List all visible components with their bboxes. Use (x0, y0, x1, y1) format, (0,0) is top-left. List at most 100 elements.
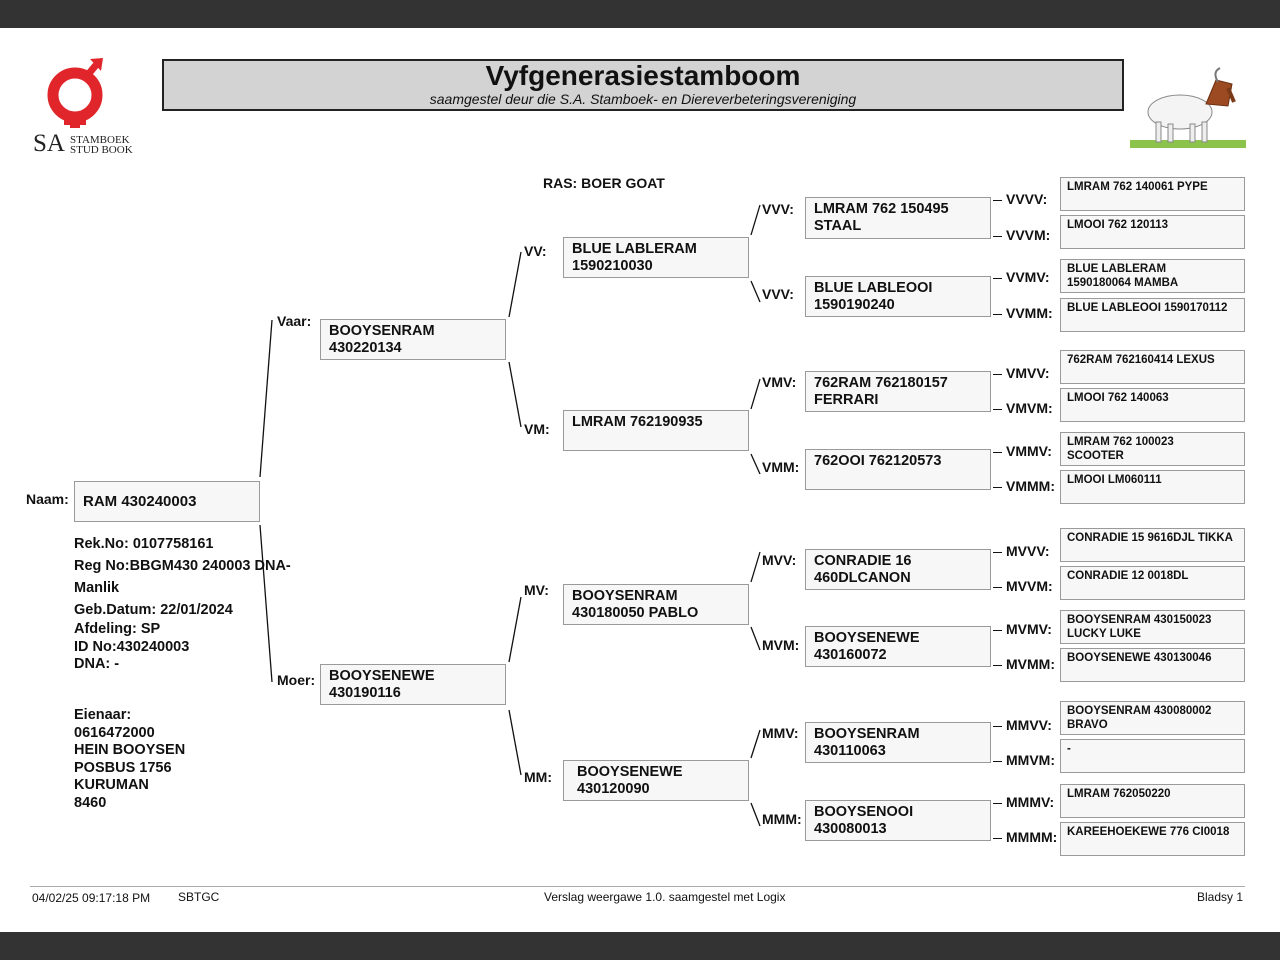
ancestor-box-vvv: LMRAM 762 150495 STAAL (805, 197, 991, 239)
bottom-frame-bar (0, 932, 1280, 960)
top-frame-bar (0, 0, 1280, 28)
ancestor-box-vmvv: 762RAM 762160414 LEXUS (1060, 350, 1245, 384)
pedigree-label-text: VVMV: (1006, 269, 1050, 285)
pedigree-label-vm: VM: (524, 421, 550, 437)
pedigree-label-text: VMM: (762, 459, 800, 475)
pedigree-label-vmvv: VMVV: (993, 365, 1050, 381)
pedigree-label-vvvv: VVVV: (993, 191, 1047, 207)
ancestor-box-vvmv: BLUE LABLERAM 1590180064 MAMBA (1060, 259, 1245, 293)
owner-number: 0616472000 (74, 724, 155, 741)
connector-dash (993, 629, 1002, 632)
connector-dash (993, 235, 1002, 238)
birth-date: Geb.Datum: 22/01/2024 (74, 602, 233, 618)
connector-dash (993, 586, 1002, 589)
pedigree-label-text: VM: (524, 421, 550, 437)
connector-dash (993, 451, 1002, 454)
ancestor-box-mm: BOOYSENEWE 430120090 (563, 760, 749, 801)
pedigree-label-mmvm: MMVM: (993, 752, 1055, 768)
pedigree-label-text: MMMM: (1006, 829, 1058, 845)
pedigree-label-text: VMMM: (1006, 478, 1055, 494)
footer-divider (30, 886, 1245, 887)
connector-dash (993, 664, 1002, 667)
connector-dash (993, 725, 1002, 728)
pedigree-label-text: VMMV: (1006, 443, 1052, 459)
pedigree-label-mmvv: MMVV: (993, 717, 1052, 733)
connector-dash (993, 313, 1002, 316)
footer-datetime: 04/02/25 09:17:18 PM (32, 891, 151, 905)
footer-page: Bladsy 1 (1196, 890, 1243, 904)
pedigree-label-text: MMVM: (1006, 752, 1055, 768)
pedigree-label-mmmv: MMMV: (993, 794, 1054, 810)
connector-dash (993, 551, 1002, 554)
pedigree-label-mm: MM: (524, 769, 552, 785)
ancestor-box-mv: BOOYSENRAM 430180050 PABLO (563, 584, 749, 625)
pedigree-label-vmmv: VMMV: (993, 443, 1052, 459)
ancestor-box-mmmm: KAREEHOEKEWE 776 CI0018 (1060, 822, 1245, 856)
page-title: Vyfgenerasiestamboom (485, 60, 801, 91)
pedigree-label-text: MVVM: (1006, 578, 1053, 594)
sex: Manlik (74, 580, 120, 596)
rek-no: Rek.No: 0107758161 (74, 536, 214, 552)
connector-dash (993, 277, 1002, 280)
pedigree-label-mvvv: MVVV: (993, 543, 1050, 559)
pedigree-label-text: MM: (524, 769, 552, 785)
pedigree-label-text: VMVV: (1006, 365, 1050, 381)
ancestor-box-mmmv: LMRAM 762050220 (1060, 784, 1245, 818)
owner-postcode: 8460 (74, 794, 107, 811)
pedigree-label-mmm: MMM: (762, 811, 802, 827)
ancestor-box-vv: BLUE LABLERAM 1590210030 (563, 237, 749, 278)
pedigree-label-m: Moer: (277, 672, 315, 688)
dna: DNA: - (74, 656, 120, 672)
connector-dash (993, 760, 1002, 763)
pedigree-label-vvmv: VVMV: (993, 269, 1050, 285)
connector-dash (993, 408, 1002, 411)
ancestor-box-vvmm: BLUE LABLEOOI 1590170112 (1060, 298, 1245, 332)
pedigree-label-text: VVVM: (1006, 227, 1051, 243)
pedigree-label-vvvm: VVVM: (993, 227, 1050, 243)
ancestor-box-vmm: 762OOI 762120573 (805, 449, 991, 490)
owner-address: POSBUS 1756 (74, 759, 172, 776)
connector-dash (993, 802, 1002, 805)
breed-label: RAS: BOER GOAT (543, 175, 665, 191)
ancestor-box-mvmv: BOOYSENRAM 430150023 LUCKY LUKE (1060, 610, 1245, 644)
ancestor-box-mvv: CONRADIE 16 460DLCANON (805, 549, 991, 590)
id-no: ID No:430240003 (74, 638, 190, 655)
pedigree-label-text: Vaar: (277, 313, 312, 329)
connector-dash (993, 837, 1002, 840)
animal-details-2: Afdeling: SP ID No:430240003 DNA: - (74, 621, 189, 674)
pedigree-label-text: VV: (524, 243, 547, 259)
ancestor-box-mvm: BOOYSENEWE 430160072 (805, 626, 991, 667)
ancestor-box-vvvm: LMOOI 762 120113 (1060, 215, 1245, 249)
pedigree-label-v: Vaar: (277, 313, 311, 329)
boer-goat-illustration (1130, 67, 1246, 148)
ancestor-box-mmvv: BOOYSENRAM 430080002 BRAVO (1060, 701, 1245, 735)
pedigree-label-text: MMMV: (1006, 794, 1055, 810)
pedigree-label-mvm: MVM: (762, 637, 799, 653)
pedigree-label-vmmm: VMMM: (993, 478, 1055, 494)
pedigree-label-vmm: VMM: (762, 459, 799, 475)
pedigree-label-vmv: VMV: (762, 374, 796, 390)
pedigree-label-vvmm: VVMM: (993, 305, 1053, 321)
pedigree-label-text: MVV: (762, 552, 797, 568)
animal-details: Rek.No: 0107758161 Reg No:BBGM430 240003… (74, 533, 291, 621)
ancestor-box-m: BOOYSENEWE 430190116 (320, 664, 506, 705)
pedigree-label-mmv: MMV: (762, 725, 799, 741)
pedigree-label-mvmv: MVMV: (993, 621, 1052, 637)
pedigree-label-mmmm: MMMM: (993, 829, 1057, 845)
pedigree-label-mvvm: MVVM: (993, 578, 1053, 594)
sa-stud-book-logo: SA STAMBOEK STUD BOOK (30, 55, 135, 157)
owner-name: HEIN BOOYSEN (74, 742, 186, 758)
ancestor-box-vvvv: LMRAM 762 140061 PYPE (1060, 177, 1245, 211)
pedigree-label-text: VVMM: (1006, 305, 1053, 321)
animal-name-box: RAM 430240003 (74, 481, 260, 522)
logo-symbol-icon (47, 58, 103, 128)
ancestor-box-vvm: BLUE LABLEOOI 1590190240 (805, 276, 991, 317)
ancestor-box-mvvm: CONRADIE 12 0018DL (1060, 566, 1245, 600)
pedigree-label-text: VVV: (762, 201, 794, 217)
pedigree-label-text: MMV: (762, 725, 799, 741)
ancestor-box-mmvm: - (1060, 739, 1245, 773)
footer-code: SBTGC (178, 890, 220, 904)
ancestor-box-v: BOOYSENRAM 430220134 (320, 319, 506, 360)
ancestor-box-mvmm: BOOYSENEWE 430130046 (1060, 648, 1245, 682)
pedigree-label-text: MVMM: (1006, 656, 1055, 672)
